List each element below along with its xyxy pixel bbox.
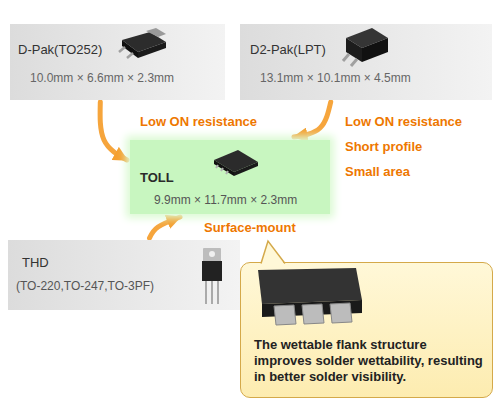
curved-arrow	[150, 217, 180, 238]
package-front	[262, 300, 362, 317]
tail-outline	[261, 241, 285, 264]
package-side	[362, 38, 388, 62]
node-body: (TO-220,TO-247,TO-3PF)	[16, 279, 154, 294]
edge-label: Low ON resistance	[140, 114, 257, 129]
label-holder: Small area	[345, 164, 410, 179]
callout-box: The wettable flank structure improves so…	[240, 262, 493, 398]
callout-tail	[261, 241, 285, 265]
dpak-package	[119, 28, 166, 58]
package-lead	[205, 281, 207, 304]
package-side	[214, 160, 234, 176]
package-top	[346, 28, 388, 48]
node-heading: The wettable flank structure improves so…	[254, 337, 485, 385]
package-box: D-Pak(TO252) 10.0mm × 6.6mm × 2.3mm	[10, 24, 225, 100]
package-lead	[351, 59, 357, 66]
package-tab	[203, 248, 221, 262]
d2pak-package	[343, 28, 388, 66]
toll-package	[214, 150, 258, 176]
to220-package	[202, 248, 222, 304]
package-lead	[274, 305, 296, 325]
package-side	[234, 162, 258, 176]
edge-label-holder: Low ON resistance	[140, 114, 257, 129]
package-body	[202, 261, 222, 281]
package-top	[122, 32, 166, 52]
package-tab	[146, 28, 166, 37]
package-lead	[217, 281, 219, 304]
package-lead	[343, 54, 349, 61]
package-lead	[302, 304, 324, 324]
package-top	[258, 268, 362, 304]
edge-label-holder: Low ON resistance	[345, 114, 462, 129]
highlight-box: TOLL 9.9mm × 11.7mm × 2.3mm	[130, 140, 330, 214]
node-heading: D2-Pak(LPT)	[250, 42, 326, 57]
node-heading: D-Pak(TO252)	[18, 42, 102, 57]
label-holder: Short profile	[345, 139, 422, 154]
curved-arrow	[100, 102, 127, 160]
package-lead	[216, 165, 218, 168]
wettable-flank-closeup	[258, 268, 362, 325]
curved-arrow	[294, 102, 331, 137]
package-lead	[330, 303, 352, 323]
package-box: D2-Pak(LPT) 13.1mm × 10.1mm × 4.5mm	[240, 24, 492, 100]
package-side	[138, 42, 166, 58]
package-lead	[226, 171, 228, 174]
package-lead	[221, 168, 223, 171]
feature-label: Small area	[345, 164, 410, 179]
edge-label-holder: Surface-mount	[204, 220, 296, 235]
edge-label: Surface-mount	[204, 220, 296, 235]
node-heading: THD	[22, 255, 49, 270]
feature-label: Short profile	[345, 139, 422, 154]
package-side	[122, 40, 138, 58]
node-body: 13.1mm × 10.1mm × 4.5mm	[260, 71, 411, 86]
edge-label: Low ON resistance	[345, 114, 462, 129]
package-lead	[119, 47, 125, 52]
package-lead	[127, 53, 133, 58]
tail-fill	[261, 241, 285, 265]
node-heading: TOLL	[140, 170, 174, 185]
package-hole	[209, 251, 215, 257]
node-body: 9.9mm × 11.7mm × 2.3mm	[154, 193, 297, 208]
package-top	[214, 150, 258, 172]
package-side	[346, 38, 362, 62]
node-body: 10.0mm × 6.6mm × 2.3mm	[30, 71, 174, 86]
package-lead	[211, 281, 213, 304]
package-box: THD (TO-220,TO-247,TO-3PF)	[8, 240, 240, 310]
